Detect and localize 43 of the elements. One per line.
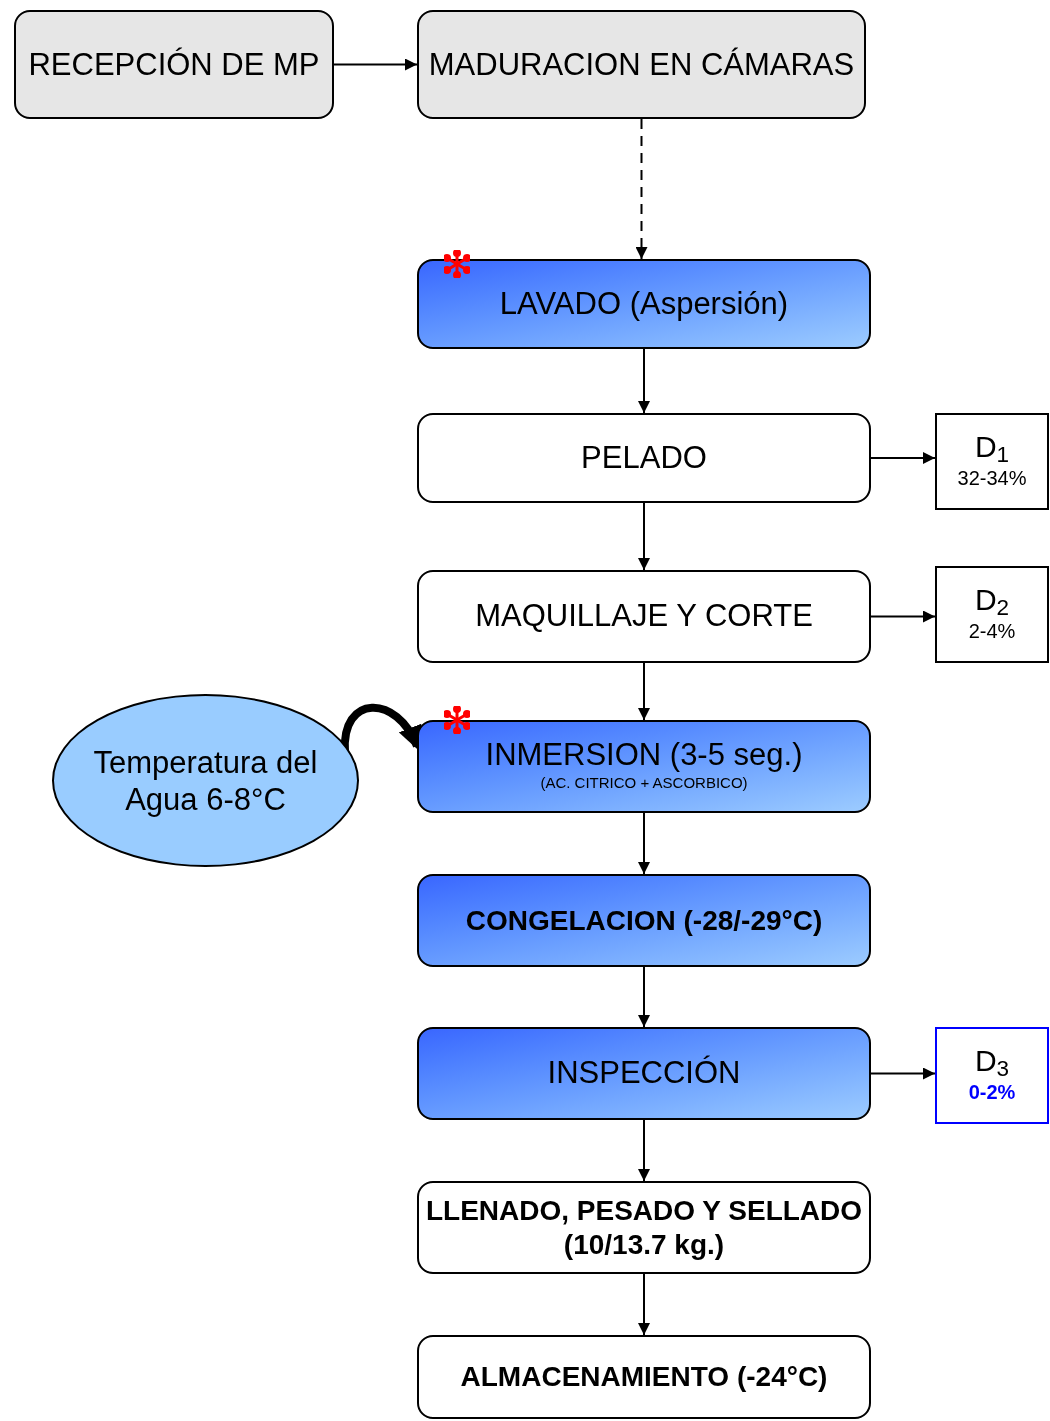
node-title: INMERSION (3-5 seg.): [485, 738, 803, 773]
arrow: [638, 1273, 650, 1336]
node-title: D$_{2}$: [974, 583, 1010, 616]
arrow: [635, 118, 648, 260]
node-title: MADURACION EN CÁMARAS: [428, 46, 855, 83]
arrow: [870, 610, 936, 623]
arrow: [638, 502, 650, 571]
node-title: ALMACENAMIENTO (-24°C): [460, 1360, 828, 1394]
node-title: Temperatura del Agua 6-8°C: [92, 743, 319, 818]
node-title: LAVADO (Aspersión): [499, 284, 789, 323]
process-box: [417, 413, 871, 503]
node-title: INSPECCIÓN: [547, 1054, 741, 1093]
process-box: [417, 1027, 871, 1120]
node-title: D$_{3}$: [974, 1044, 1010, 1077]
arrow: [638, 966, 650, 1028]
node-title: LLENADO, PESADO Y SELLADO (10/13.7 kg.): [424, 1193, 864, 1262]
arrow: [870, 452, 936, 464]
process-box: [417, 874, 871, 967]
arrow: [638, 1119, 650, 1182]
node-title: MAQUILLAJE Y CORTE: [475, 597, 813, 636]
process-box: [14, 10, 334, 119]
arrow: [333, 58, 418, 71]
node-detail: 32-34%: [957, 465, 1027, 491]
node-detail: 0-2%: [968, 1079, 1016, 1105]
waste-box: [935, 566, 1049, 663]
process-box: [417, 10, 866, 119]
node-title: CONGELACION (-28/-29°C): [465, 903, 823, 938]
process-box: [417, 259, 871, 349]
arrow: [638, 662, 650, 721]
node-title: PELADO: [581, 438, 707, 477]
arrow: [638, 348, 650, 414]
arrow: [638, 812, 650, 875]
process-box: [417, 1181, 871, 1274]
process-box: [417, 1335, 871, 1419]
node-detail: 2-4%: [968, 618, 1016, 644]
arrow: [870, 1067, 936, 1080]
process-box: [417, 570, 871, 663]
node-title: D$_{1}$: [974, 430, 1010, 463]
waste-box: [935, 413, 1049, 510]
waste-box: [935, 1027, 1049, 1124]
process-box: [417, 720, 871, 813]
node-title: RECEPCIÓN DE MP: [28, 46, 320, 83]
node-detail: (AC. CITRICO + ASCORBICO): [540, 773, 748, 794]
